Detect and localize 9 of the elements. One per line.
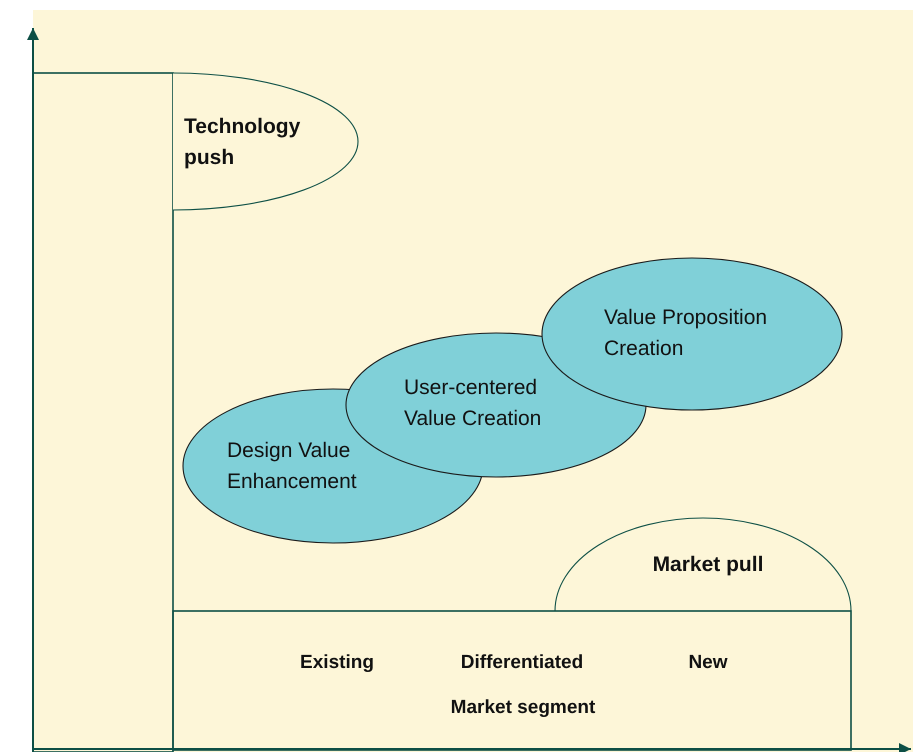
shape-label: Design Value Enhancement	[227, 438, 358, 495]
shape-label: Technology push	[184, 114, 302, 171]
axis-title: Market segment	[450, 696, 596, 720]
category-label: Differentiated	[460, 651, 584, 675]
category-label: Existing	[299, 651, 375, 675]
shape-label: Value Proposition Creation	[604, 305, 768, 362]
shape-label: User-centered Value Creation	[404, 375, 542, 432]
shape-label: Market pull	[652, 552, 764, 578]
category-label: New	[687, 651, 729, 675]
